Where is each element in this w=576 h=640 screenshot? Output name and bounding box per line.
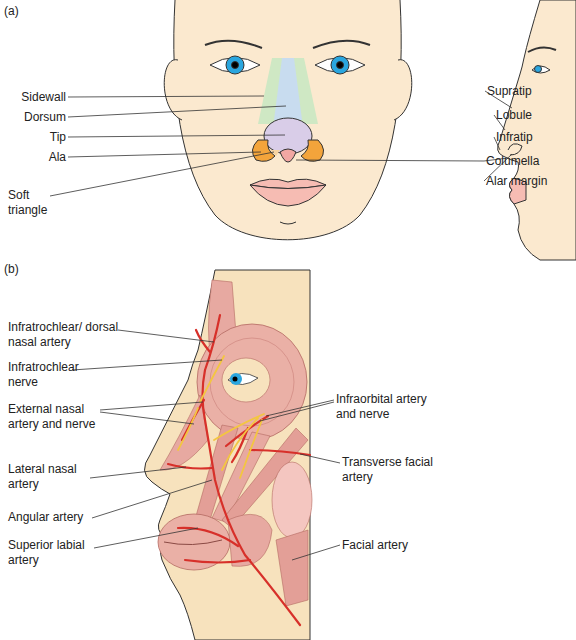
- part-label: Sidewall: [21, 90, 66, 105]
- masseter-muscle: [276, 530, 308, 606]
- leader-line: [68, 135, 285, 137]
- profile-iris: [535, 66, 542, 73]
- leader-line: [92, 480, 212, 518]
- left-iris: [226, 56, 244, 74]
- leader-line: [118, 330, 214, 342]
- leader-line: [100, 402, 203, 410]
- left-eyebrow: [205, 41, 262, 48]
- leader-line: [266, 400, 334, 416]
- left-ear: [164, 60, 182, 120]
- buccinator-muscle: [228, 514, 272, 566]
- part-label: Lobule: [496, 108, 532, 123]
- infraorbital-nerve: [214, 414, 264, 478]
- part-label: Angular artery: [8, 510, 83, 525]
- leader-line: [68, 106, 286, 117]
- part-label: Dorsum: [24, 110, 66, 125]
- part-label: Superior labial artery: [8, 538, 108, 568]
- right-eyebrow: [313, 41, 370, 48]
- lower-lip: [250, 185, 326, 206]
- leader-line: [50, 152, 274, 196]
- leader-line: [300, 454, 340, 463]
- part-label: Columella: [486, 154, 539, 169]
- leader-line: [100, 412, 194, 424]
- part-label: Lateral nasal artery: [8, 462, 100, 492]
- columella: [280, 149, 296, 162]
- infratrochlear-nerve: [200, 356, 224, 402]
- left-pupil: [232, 62, 239, 69]
- leader-line: [68, 152, 261, 157]
- profile-eyebrow: [528, 47, 556, 52]
- nerves: [178, 356, 264, 478]
- profile-eye: [532, 66, 550, 73]
- nose-sidewall: [258, 58, 318, 124]
- dissection: [144, 270, 312, 640]
- part-label: Infraorbital artery and nerve: [336, 392, 441, 422]
- right-ear: [394, 60, 412, 120]
- orbicularis-oculi-ring: [210, 338, 294, 426]
- leader-lines-b: [72, 330, 340, 560]
- part-label: Infratrochlear nerve: [8, 360, 100, 390]
- front-face: [164, 0, 412, 240]
- chin-line: [280, 222, 296, 224]
- orbital-opening: [222, 358, 270, 402]
- leader-line: [260, 402, 334, 421]
- leader-line: [90, 467, 186, 478]
- leader-line: [292, 545, 340, 560]
- arteries: [168, 315, 310, 625]
- part-label: External nasal artery and nerve: [8, 402, 112, 432]
- panel-letter: (b): [4, 262, 19, 277]
- leader-line: [72, 360, 222, 370]
- right-iris: [331, 56, 349, 74]
- right-pupil: [337, 62, 344, 69]
- part-label: Transverse facial artery: [342, 455, 452, 485]
- leader-line: [68, 96, 264, 97]
- external-nasal-nerve: [178, 408, 198, 450]
- leader-line: [94, 528, 198, 548]
- head-outline: [174, 0, 401, 240]
- profile-ala: [508, 144, 522, 155]
- inferior-labial-artery: [185, 560, 250, 563]
- skin-profile: [144, 270, 310, 640]
- part-label: Ala: [49, 150, 66, 165]
- iris: [230, 373, 242, 385]
- nose-dorsum: [274, 58, 302, 120]
- part-label: Supratip: [487, 84, 532, 99]
- panel-letter: (a): [4, 4, 19, 19]
- facial-artery: [203, 370, 301, 625]
- mouth-line: [164, 540, 222, 545]
- pupil: [233, 377, 238, 382]
- leader-line: [296, 160, 484, 161]
- part-label: Infratrochlear/ dorsal nasal artery: [8, 320, 126, 350]
- soft-triangle: [270, 150, 280, 156]
- part-label: Soft triangle: [8, 188, 63, 218]
- part-label: Tip: [50, 130, 66, 145]
- lateral-nasal-artery: [168, 464, 212, 469]
- part-label: Infratip: [496, 130, 533, 145]
- right-ala: [301, 140, 324, 161]
- eye: [228, 373, 258, 384]
- part-label: Alar margin: [486, 174, 547, 189]
- superior-labial-artery: [178, 528, 238, 546]
- parotid-gland: [272, 462, 312, 538]
- nasalis-muscle: [160, 395, 208, 470]
- leader-lines-a: [50, 91, 512, 196]
- part-label: Facial artery: [342, 538, 408, 553]
